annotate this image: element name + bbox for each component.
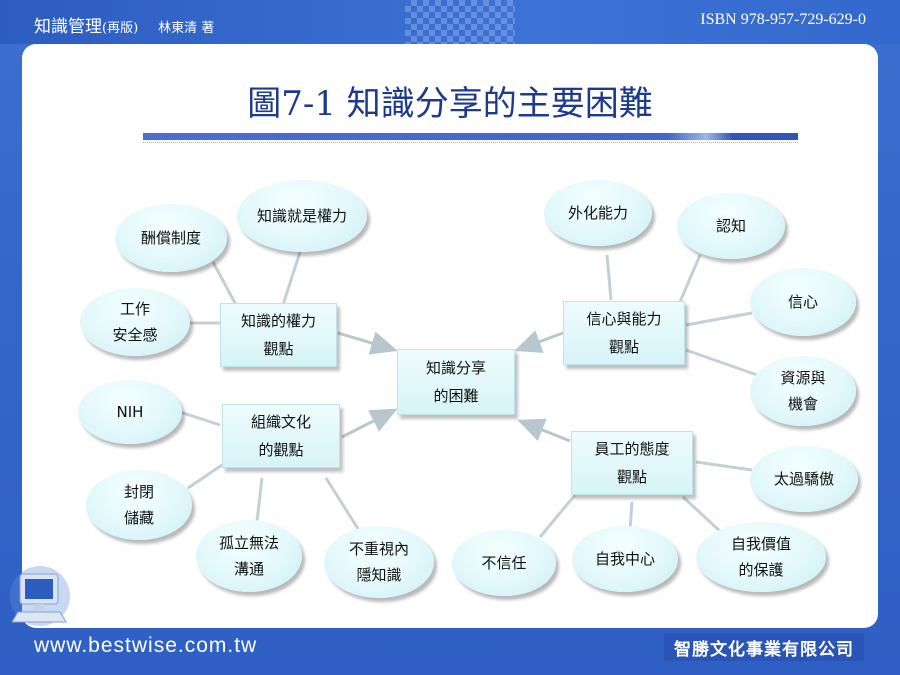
cause-power-3: 工作 安全感 xyxy=(80,288,190,356)
group-power: 知識的權力 觀點 xyxy=(220,303,337,367)
title-dotted-rule xyxy=(143,142,798,143)
slide-title: 圖7-1 知識分享的主要困難 xyxy=(0,76,900,125)
header-bar xyxy=(0,0,900,44)
center-node: 知識分享 的困難 xyxy=(397,349,515,415)
book-edition: (再版) xyxy=(102,21,139,36)
line-power-1 xyxy=(280,251,302,309)
line-ability-4 xyxy=(685,348,758,377)
line-power-2 xyxy=(211,261,238,306)
arrow-ability-center xyxy=(514,330,564,353)
cause-culture-4: 不重視內 隱知識 xyxy=(324,526,434,598)
arrow-attitude-center xyxy=(517,418,571,443)
line-ability-1 xyxy=(605,254,613,301)
cause-attitude-4: 不信任 xyxy=(452,530,556,596)
title-text: 知識分享的主要困難 xyxy=(335,84,653,124)
cause-power-1: 知識就是權力 xyxy=(237,180,367,252)
line-culture-2 xyxy=(187,463,223,490)
header-pattern xyxy=(405,0,515,44)
book-title: 知識管理 xyxy=(34,17,102,37)
computer-icon xyxy=(10,566,70,626)
line-ability-2 xyxy=(678,254,702,303)
line-culture-4 xyxy=(324,477,362,533)
footer-company: 智勝文化事業有限公司 xyxy=(664,633,864,661)
isbn-label: ISBN 978-957-729-629-0 xyxy=(700,11,866,28)
book-author: 林東清 著 xyxy=(158,21,215,36)
group-attitude: 員工的態度 觀點 xyxy=(571,431,693,495)
line-attitude-2 xyxy=(681,495,724,535)
title-underline xyxy=(143,133,798,140)
line-attitude-4 xyxy=(538,494,577,538)
cause-ability-1: 外化能力 xyxy=(544,180,652,246)
cause-attitude-2: 自我價值 的保護 xyxy=(696,522,826,592)
line-ability-3 xyxy=(685,311,753,327)
cause-ability-4: 資源與 機會 xyxy=(750,356,856,426)
line-attitude-3 xyxy=(628,501,634,531)
cause-power-2: 酬償制度 xyxy=(115,204,227,272)
group-ability: 信心與能力 觀點 xyxy=(563,301,685,365)
title-figure-number: 圖7-1 xyxy=(247,84,336,124)
arrow-culture-center xyxy=(341,408,398,439)
cause-ability-3: 信心 xyxy=(750,268,856,336)
footer-website: www.bestwise.com.tw xyxy=(34,634,258,657)
line-attitude-1 xyxy=(695,460,753,472)
group-culture: 組織文化 的觀點 xyxy=(222,404,340,468)
cause-culture-3: 孤立無法 溝通 xyxy=(196,520,302,592)
cause-attitude-1: 太過驕傲 xyxy=(750,446,858,512)
cause-ability-2: 認知 xyxy=(677,193,785,259)
cause-culture-2: 封閉 儲藏 xyxy=(86,470,192,540)
cause-culture-1: NIH xyxy=(78,380,182,444)
line-culture-1 xyxy=(179,410,221,427)
cause-attitude-3: 自我中心 xyxy=(572,526,678,592)
book-info: 知識管理(再版) 林東清 著 xyxy=(34,12,214,37)
arrow-power-center xyxy=(337,331,398,355)
